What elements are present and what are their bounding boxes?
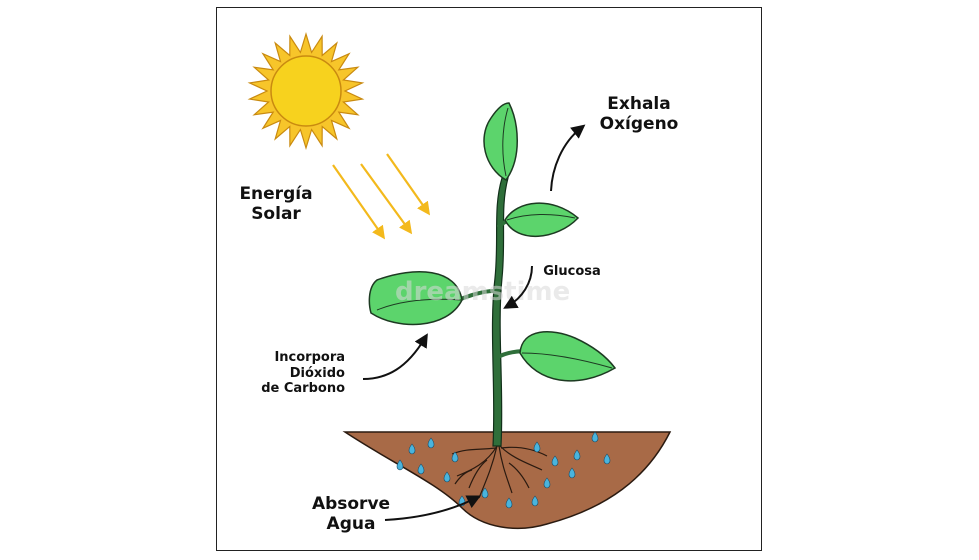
label-solar-line-2: Solar (251, 204, 301, 225)
label-co2-line-2: Dióxido (289, 365, 345, 381)
water-drop (591, 431, 599, 443)
sun-icon (247, 31, 365, 151)
label-oxygen-line-2: Oxígeno (599, 114, 679, 135)
water-drop (603, 453, 611, 465)
water-arrow (384, 495, 482, 521)
sunlight-rays (332, 153, 431, 240)
label-exhale-oxygen: Exhala Oxígeno (591, 94, 687, 135)
water-drop (533, 441, 541, 453)
water-drop (451, 451, 459, 463)
upper-right-leaf (504, 202, 580, 237)
middle-left-leaf (368, 270, 463, 326)
watermark-logo: dreamstime (395, 277, 570, 307)
roots (451, 445, 548, 499)
top-leaf (483, 102, 518, 181)
glucose-arrow (503, 265, 533, 309)
water-droplets (396, 431, 611, 509)
label-absorbs-water: Absorve Agua (303, 494, 399, 535)
label-water-line-1: Absorve (311, 494, 391, 514)
label-co2-line-3: de Carbono (261, 381, 345, 397)
water-drop (443, 471, 451, 483)
water-drop (573, 449, 581, 461)
plant-leaves (368, 102, 617, 382)
lower-right-leaf (519, 331, 617, 382)
label-solar-energy: Energía Solar (235, 184, 317, 225)
water-drop (408, 443, 416, 455)
annotation-arrows (362, 124, 586, 521)
water-drop (396, 459, 404, 471)
label-oxygen-line-1: Exhala (607, 94, 671, 114)
label-glucose: Glucosa (537, 264, 607, 280)
water-drop (543, 477, 551, 489)
photosynthesis-illustration: dreamstime (247, 31, 672, 530)
label-water-line-2: Agua (326, 514, 376, 535)
label-glucose-line-1: Glucosa (543, 264, 601, 279)
leaf-veins (376, 107, 613, 369)
water-drop (417, 463, 425, 475)
label-incorporates-co2: Incorpora Dióxido de Carbono (245, 350, 345, 397)
diagram-frame: dreamstime Energía Solar Exhala Oxígeno … (216, 7, 762, 551)
co2-arrow (362, 333, 428, 380)
water-drop (481, 487, 489, 499)
label-co2-line-1: Incorpora (274, 350, 345, 365)
water-drop (505, 497, 513, 509)
water-drop (427, 437, 435, 449)
oxygen-arrow (550, 124, 586, 192)
water-drop (531, 495, 539, 507)
water-drop (551, 455, 559, 467)
water-drop (568, 467, 576, 479)
label-solar-line-1: Energía (239, 184, 313, 204)
